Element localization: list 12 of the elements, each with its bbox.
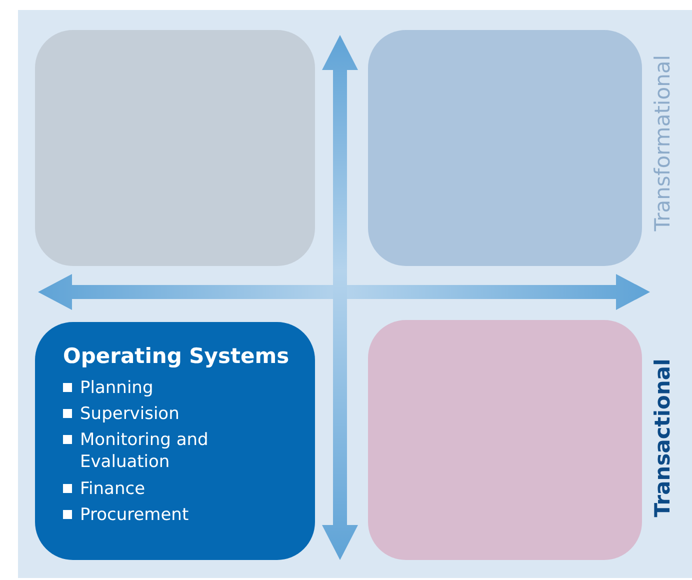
list-item: Finance <box>80 478 146 500</box>
list-item: Monitoring and Evaluation <box>80 429 210 474</box>
category-card <box>35 322 315 560</box>
rounded-box <box>368 30 642 266</box>
axis-label: Transformational <box>652 54 674 232</box>
axis-label: Transactional <box>652 358 674 518</box>
list-item: Supervision <box>80 403 180 426</box>
list-item: Procurement <box>80 504 189 526</box>
rounded-box <box>35 30 315 266</box>
rounded-box <box>368 320 642 560</box>
card-heading: Operating Systems <box>63 344 290 370</box>
list-item: Planning <box>80 377 154 400</box>
